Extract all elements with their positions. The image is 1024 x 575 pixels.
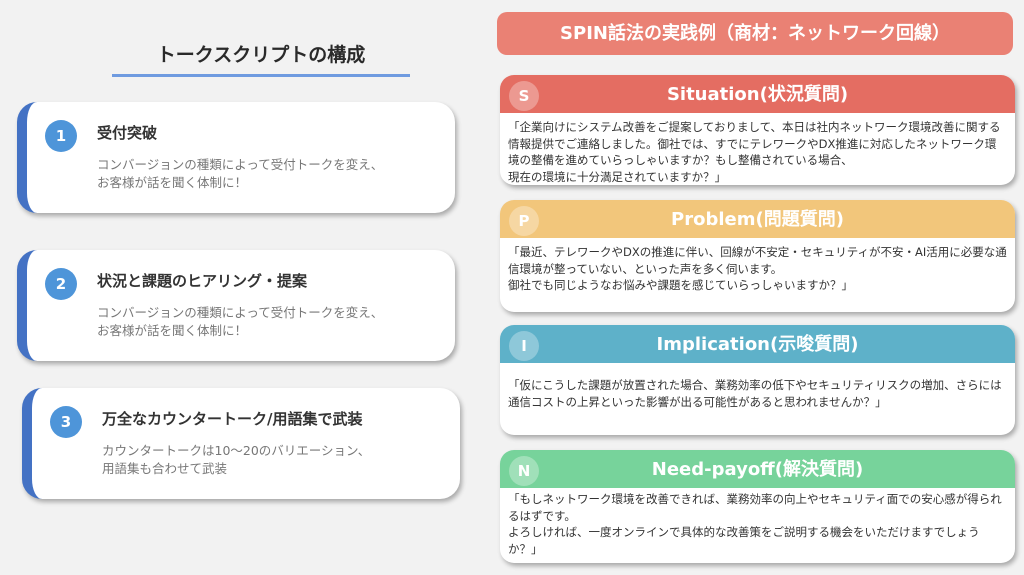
section-header: I Implication(示唆質問) [500, 325, 1015, 363]
section-title: Implication(示唆質問) [656, 334, 859, 355]
section-header: S Situation(状況質問) [500, 75, 1015, 113]
section-body: 「企業向けにシステム改善をご提案しておりまして、本日は社内ネットワーク環境改善に… [508, 120, 1001, 184]
spin-problem: P Problem(問題質問) 「最近、テレワークやDXの推進に伴い、回線が不安… [500, 200, 1015, 312]
step-number-badge: 1 [45, 120, 77, 152]
section-body: 「仮にこうした課題が放置された場合、業務効率の低下やセキュリティリスクの増加、さ… [508, 378, 1002, 409]
letter-badge: S [509, 81, 539, 111]
letter-badge: N [509, 456, 539, 486]
step-title: 状況と課題のヒアリング・提案 [97, 272, 308, 290]
spin-situation: S Situation(状況質問) 「企業向けにシステム改善をご提案しておりまし… [500, 75, 1015, 185]
step-description: コンバージョンの種類によって受付トークを変え、 お客様が話を聞く体制に！ [97, 305, 384, 338]
spin-need-payoff: N Need-payoff(解決質問) 「もしネットワーク環境を改善できれば、業… [500, 450, 1015, 563]
section-title: Problem(問題質問) [671, 209, 844, 230]
step-card-2: 2 状況と課題のヒアリング・提案 コンバージョンの種類によって受付トークを変え、… [17, 250, 455, 361]
letter-badge: I [509, 331, 539, 361]
title-underline [112, 74, 410, 77]
left-title: トークスクリプトの構成 [156, 44, 366, 66]
section-body: 「最近、テレワークやDXの推進に伴い、回線が不安定・セキュリティが不安・AI活用… [508, 245, 1007, 292]
section-header: N Need-payoff(解決質問) [500, 450, 1015, 488]
spin-implication: I Implication(示唆質問) 「仮にこうした課題が放置された場合、業務… [500, 325, 1015, 435]
section-header: P Problem(問題質問) [500, 200, 1015, 238]
section-title: Situation(状況質問) [666, 84, 849, 105]
letter-badge: P [509, 206, 539, 236]
step-number-badge: 3 [50, 406, 82, 438]
step-title: 受付突破 [97, 124, 158, 142]
step-description: コンバージョンの種類によって受付トークを変え、 お客様が話を聞く体制に！ [97, 157, 384, 190]
step-number-badge: 2 [45, 268, 77, 300]
section-title: Need-payoff(解決質問) [651, 459, 864, 480]
section-body: 「もしネットワーク環境を改善できれば、業務効率の向上やセキュリティ面での安心感が… [508, 492, 1002, 556]
spin-header: SPIN話法の実践例（商材：ネットワーク回線） [497, 12, 1013, 55]
step-title: 万全なカウンタートーク/用語集で武装 [102, 410, 363, 428]
step-description: カウンタートークは10〜20のバリエーション、 用語集も合わせて武装 [102, 443, 371, 476]
step-card-3: 3 万全なカウンタートーク/用語集で武装 カウンタートークは10〜20のバリエー… [22, 388, 460, 499]
step-card-1: 1 受付突破 コンバージョンの種類によって受付トークを変え、 お客様が話を聞く体… [17, 102, 455, 213]
